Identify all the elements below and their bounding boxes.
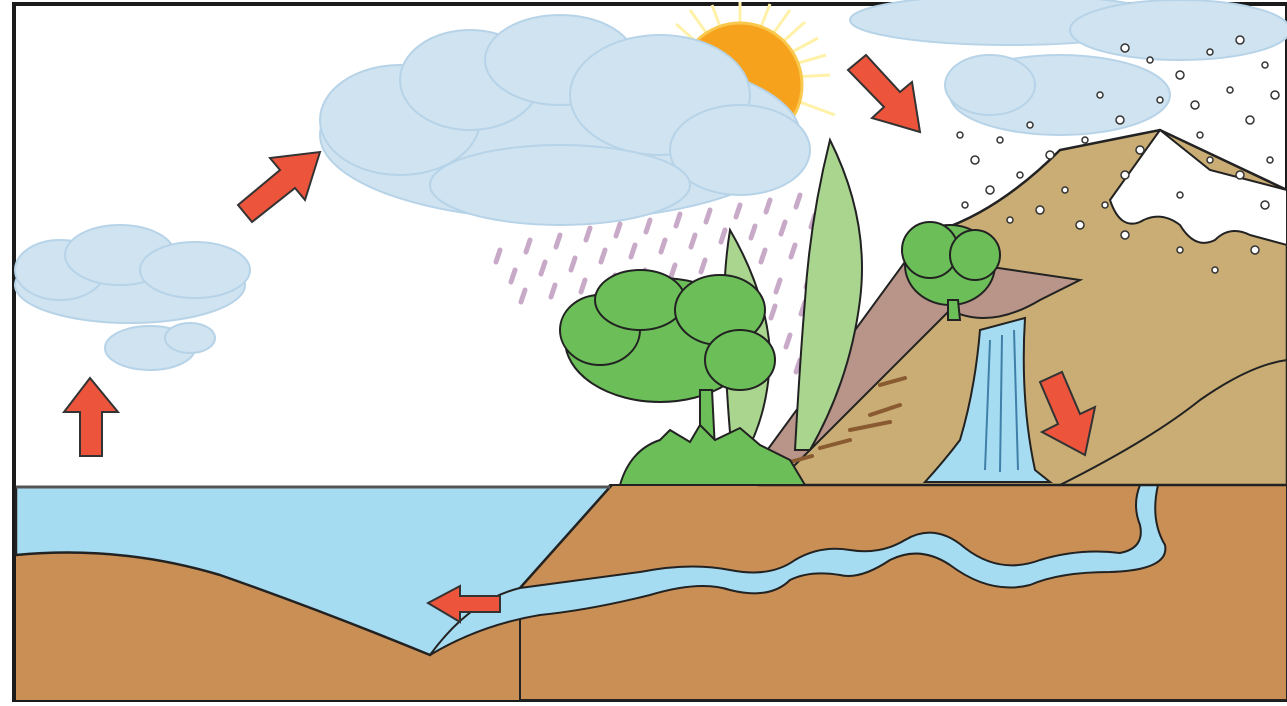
water-cycle-diagram	[0, 0, 1287, 706]
